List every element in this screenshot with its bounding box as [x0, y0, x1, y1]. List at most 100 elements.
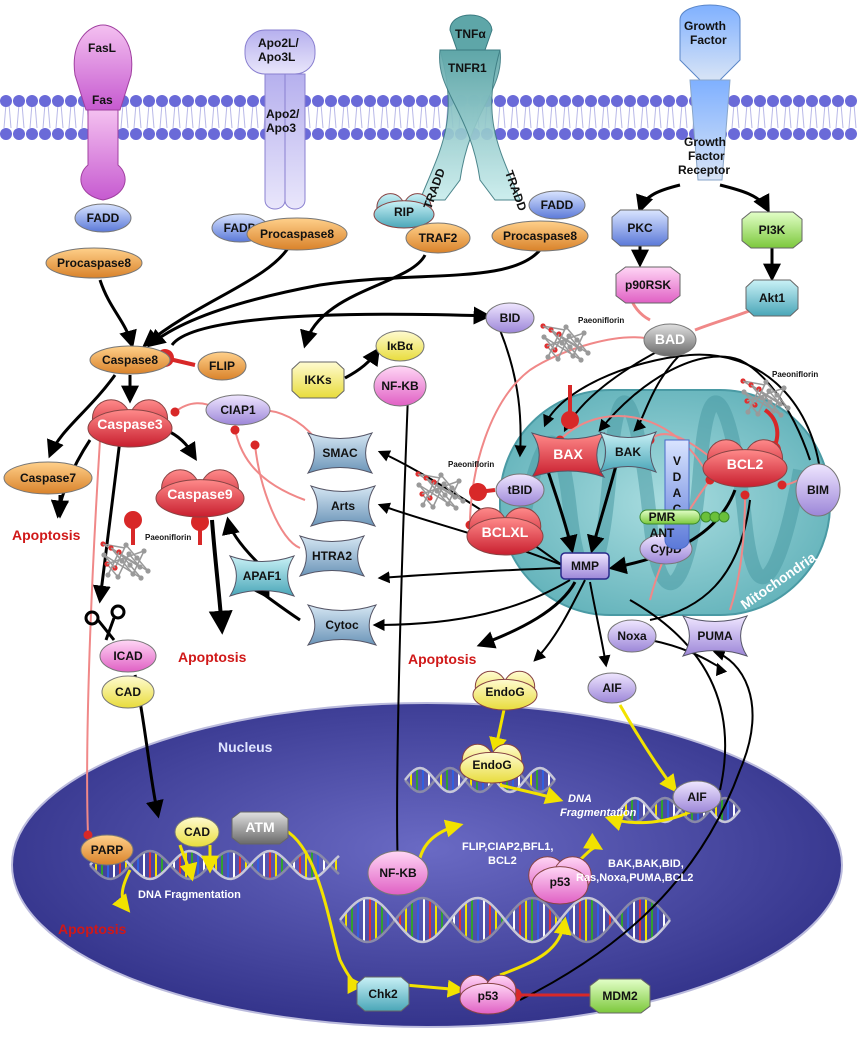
pkc-label: PKC [627, 221, 653, 235]
procaspase8-1-node: Procaspase8 [45, 247, 143, 279]
apaf1-label: APAF1 [243, 569, 282, 583]
fadd-1-label: FADD [87, 211, 120, 225]
procaspase8-2-label: Procaspase8 [260, 227, 334, 241]
caspase3-node: Caspase3 [87, 399, 173, 448]
tnfr1-receptor [419, 14, 521, 201]
procaspase8-1-label: Procaspase8 [57, 256, 131, 270]
paeoniflorin-molecule: Paeoniflorin [740, 370, 818, 418]
atm-node: ATM [231, 811, 289, 845]
paeoniflorin-label: Paeoniflorin [448, 460, 494, 469]
bax-node: BAX [530, 432, 606, 478]
scissors-icon [84, 604, 126, 641]
fadd-1-node: FADD [74, 203, 132, 233]
ant-label: ANT [650, 526, 675, 540]
nfkb-label: NF-KB [381, 379, 419, 393]
bclxl-label: BCLXL [482, 524, 529, 540]
endog-2-label: EndoG [472, 758, 511, 772]
vdac-letter: A [673, 486, 682, 500]
cad-2-label: CAD [184, 825, 210, 839]
p53-2-label: p53 [478, 989, 499, 1003]
bax-label: BAX [553, 446, 583, 462]
arts-label: Arts [331, 499, 355, 513]
fasl-label: FasL [88, 41, 116, 55]
bclxl-node: BCLXL [466, 507, 544, 556]
fas-label: Fas [92, 93, 113, 107]
pi3k-label: PI3K [759, 223, 786, 237]
paeoniflorin-label: Paeoniflorin [145, 533, 191, 542]
cad-2-node: CAD [174, 816, 220, 848]
pathway-arrows [47, 183, 821, 1002]
paeoniflorin-label: Paeoniflorin [772, 370, 818, 379]
noxa-label: Noxa [617, 629, 647, 643]
ciap1-node: CIAP1 [205, 394, 271, 426]
aif-2-node: AIF [672, 780, 722, 814]
nfkb-node: NF-KB [373, 365, 427, 407]
p53-1-node: p53 [528, 856, 592, 905]
caspase7-label: Caspase7 [20, 471, 76, 485]
vdac-letter: C [673, 502, 682, 516]
bad-node: BAD [643, 323, 697, 357]
vdac-letter: V [673, 454, 681, 468]
paeoniflorin-molecule: Paeoniflorin [415, 460, 494, 511]
apoptosis-label-2: Apoptosis [178, 649, 247, 665]
bad-label: BAD [655, 331, 685, 347]
paeoniflorin-label: Paeoniflorin [578, 316, 624, 325]
akt1-label: Akt1 [759, 291, 785, 305]
icad-node: ICAD [99, 639, 157, 673]
apo2l-label: Apo2L/Apo3L [258, 36, 299, 64]
p90rsk-node: p90RSK [615, 266, 681, 304]
icad-label: ICAD [113, 649, 143, 663]
pi3k-node: PI3K [741, 211, 803, 249]
pmr-ant-node: PMR ANT [639, 509, 730, 540]
caspase8-node: Caspase8 [89, 345, 171, 375]
ikba-node: IκBα [375, 330, 425, 362]
aif-1-label: AIF [602, 681, 621, 695]
cad-1-node: CAD [101, 675, 155, 709]
tbid-label: tBID [508, 483, 533, 497]
tbid-node: tBID [495, 473, 545, 507]
akt1-node: Akt1 [745, 279, 799, 317]
paeoniflorin-molecule: Paeoniflorin [540, 316, 624, 363]
mdm2-node: MDM2 [589, 978, 651, 1014]
procaspase8-2-node: Procaspase8 [246, 217, 348, 251]
cytoc-node: Cytoc [306, 604, 378, 646]
procaspase8-3-label: Procaspase8 [503, 229, 577, 243]
p90rsk-label: p90RSK [625, 278, 671, 292]
puma-node: PUMA [681, 615, 749, 657]
caspase8-label: Caspase8 [102, 353, 158, 367]
nfkb-nucleus-label: NF-KB [379, 866, 417, 880]
rip-node: RIP [373, 193, 435, 229]
caspase9-node: Caspase9 [155, 469, 245, 518]
bak-node: BAK [598, 431, 658, 473]
flip-node: FLIP [197, 351, 247, 381]
ikba-label: IκBα [387, 339, 414, 353]
noxa-node: Noxa [607, 619, 657, 653]
apoptosis-label-3: Apoptosis [408, 651, 477, 667]
bim-node: BIM [795, 463, 841, 517]
procaspase8-3-node: Procaspase8 [491, 220, 589, 252]
growth-factor-receptor [679, 4, 741, 181]
pmr-label: PMR [649, 510, 676, 524]
pkc-node: PKC [611, 209, 669, 247]
apaf1-node: APAF1 [228, 555, 296, 597]
mmp-node: MMP [560, 552, 610, 580]
fadd-3-node: FADD [528, 190, 586, 220]
apo2-receptor [244, 29, 316, 210]
rip-label: RIP [394, 205, 414, 219]
cad-1-label: CAD [115, 685, 141, 699]
bid-label: BID [500, 311, 521, 325]
p53-2-node: p53 [459, 974, 517, 1015]
endog-2-node: EndoG [459, 743, 525, 784]
nucleus [11, 702, 843, 1028]
p53-1-label: p53 [550, 875, 571, 889]
htra2-node: HTRA2 [298, 535, 366, 577]
tnfa-label: TNFα [455, 27, 486, 41]
bak-label: BAK [615, 445, 641, 459]
traf2-label: TRAF2 [419, 231, 458, 245]
apoptosis-label-4: Apoptosis [58, 921, 127, 937]
mdm2-label: MDM2 [602, 989, 638, 1003]
htra2-label: HTRA2 [312, 549, 352, 563]
caspase7-node: Caspase7 [3, 461, 93, 495]
